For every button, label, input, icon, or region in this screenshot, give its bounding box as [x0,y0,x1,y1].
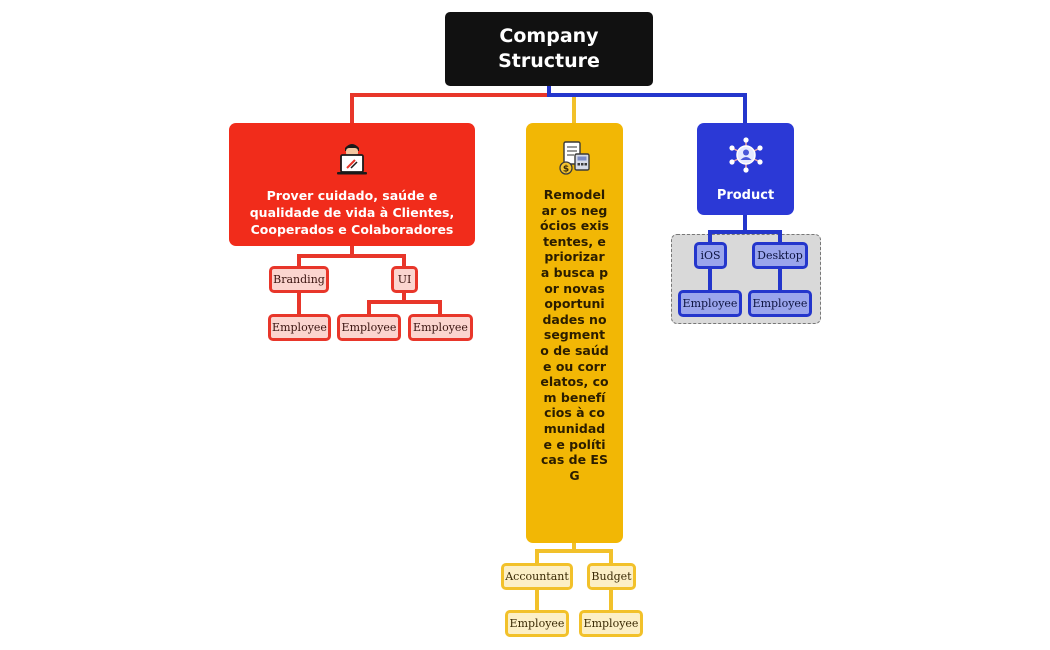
branch-label: Product [716,188,775,203]
person-laptop-icon [337,144,367,175]
connector-branch1-children [297,246,406,266]
leaf-employee[interactable]: Employee [579,610,643,637]
leaf-employee[interactable]: Employee [505,610,569,637]
leaf-accountant[interactable]: Accountant [501,563,573,590]
leaf-ui[interactable]: UI [391,266,418,293]
root-title: Company Structure [498,25,600,72]
leaf-employee[interactable]: Employee [748,290,812,317]
leaf-budget[interactable]: Budget [587,563,636,590]
connector-root-branch3 [547,86,747,123]
leaf-label: Employee [509,617,565,630]
leaf-ios[interactable]: iOS [694,242,727,269]
leaf-label: Employee [682,297,738,310]
leaf-employee[interactable]: Employee [408,314,473,341]
connector-branch2-children [535,543,613,563]
branch-label: Prover cuidado, saúde e qualidade de vid… [249,188,455,237]
leaf-label: Accountant [505,570,569,583]
network-hub-icon [728,137,763,173]
leaf-label: iOS [700,249,721,262]
connector-ui-employees [367,292,442,314]
root-node[interactable]: Company Structure [445,12,653,86]
leaf-branding[interactable]: Branding [269,266,329,293]
leaf-label: Employee [752,297,808,310]
leaf-employee[interactable]: Employee [268,314,331,341]
leaf-label: Employee [413,321,468,334]
leaf-label: Budget [591,570,632,583]
branch-node-strategy[interactable]: $ Remodelar os negócios existentes, e pr… [526,123,623,543]
leaf-label: Employee [272,321,327,334]
leaf-label: Employee [583,617,639,630]
leaf-desktop[interactable]: Desktop [752,242,808,269]
leaf-label: Branding [273,273,325,286]
connector-branch3-children [708,215,782,243]
invoice-calculator-icon: $ [558,141,590,175]
leaf-employee[interactable]: Employee [337,314,401,341]
branch-node-mission[interactable]: Prover cuidado, saúde e qualidade de vid… [229,123,475,246]
leaf-label: Desktop [757,249,803,262]
branch-label: Remodelar os negócios existentes, e prio… [540,187,609,483]
leaf-employee[interactable]: Employee [678,290,742,317]
svg-text:$: $ [562,165,568,175]
leaf-label: UI [397,273,412,286]
leaf-label: Employee [341,321,397,334]
branch-node-product[interactable]: Product [697,123,794,215]
